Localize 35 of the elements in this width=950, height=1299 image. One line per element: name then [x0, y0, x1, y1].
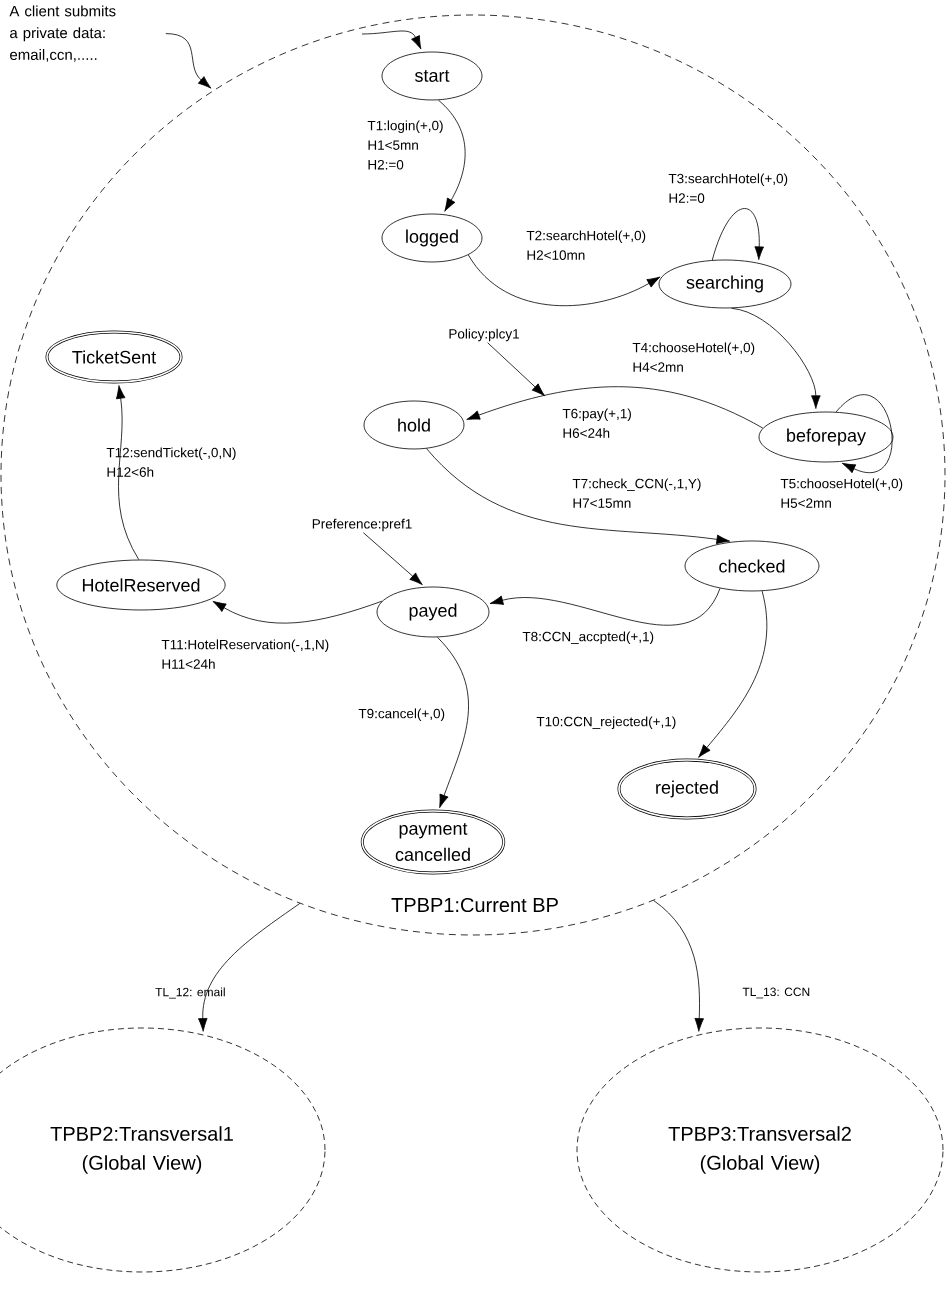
transition-arrow [198, 902, 301, 1032]
self-loop-arrow [711, 208, 764, 261]
transition-arrow [438, 99, 466, 212]
edge-label: T4:chooseHotel(+,0) H4<2mn [632, 342, 755, 372]
edge-label: T1:login(+,0) H1<5mn H2:=0 [367, 120, 443, 170]
transition-arrow [361, 30, 422, 50]
annotation-text: Policy:plcy1 [449, 328, 519, 342]
transition-arrow [653, 900, 704, 1032]
transition-arrow [116, 385, 140, 560]
transition-arrow [466, 386, 764, 429]
edge-label: T3:searchHotel(+,0) H2:=0 [668, 173, 788, 203]
edge-label: TL_13: CCN [742, 987, 810, 999]
edge-label: T8:CCN_accpted(+,1) [522, 631, 654, 644]
annotation-text: Preference:pref1 [312, 518, 412, 532]
edge-label: T2:searchHotel(+,0) H2<10mn [526, 230, 646, 260]
self-loop-arrow [835, 394, 893, 474]
transition-arrow [467, 254, 661, 306]
transition-arrow [698, 590, 768, 758]
edge-label: T12:sendTicket(-,0,N) H12<6h [106, 447, 236, 477]
leader-arrow [487, 342, 545, 397]
edge-label: TL_12: email [155, 987, 225, 999]
edge-label: T5:chooseHotel(+,0) H5<2mn [780, 478, 903, 508]
edge-label: T7:check_CCN(-,1,Y) H7<15mn [572, 478, 701, 508]
edge-label: T9:cancel(+,0) [358, 708, 445, 721]
transition-arrow [731, 307, 821, 409]
transition-arrow [212, 600, 383, 624]
edge-label: T6:pay(+,1) H6<24h [562, 408, 631, 438]
leader-arrow [362, 532, 423, 586]
transition-arrow [165, 33, 212, 89]
transition-arrow [426, 448, 731, 545]
annotation-text: A client submits a private data: email,ccn,..... [9, 5, 116, 62]
transition-arrow [437, 636, 469, 808]
transition-arrow [489, 587, 721, 626]
edge-label: T10:CCN_rejected(+,1) [536, 716, 676, 729]
edge-label: T11:HotelReservation(-,1,N) H11<24h [161, 639, 329, 669]
